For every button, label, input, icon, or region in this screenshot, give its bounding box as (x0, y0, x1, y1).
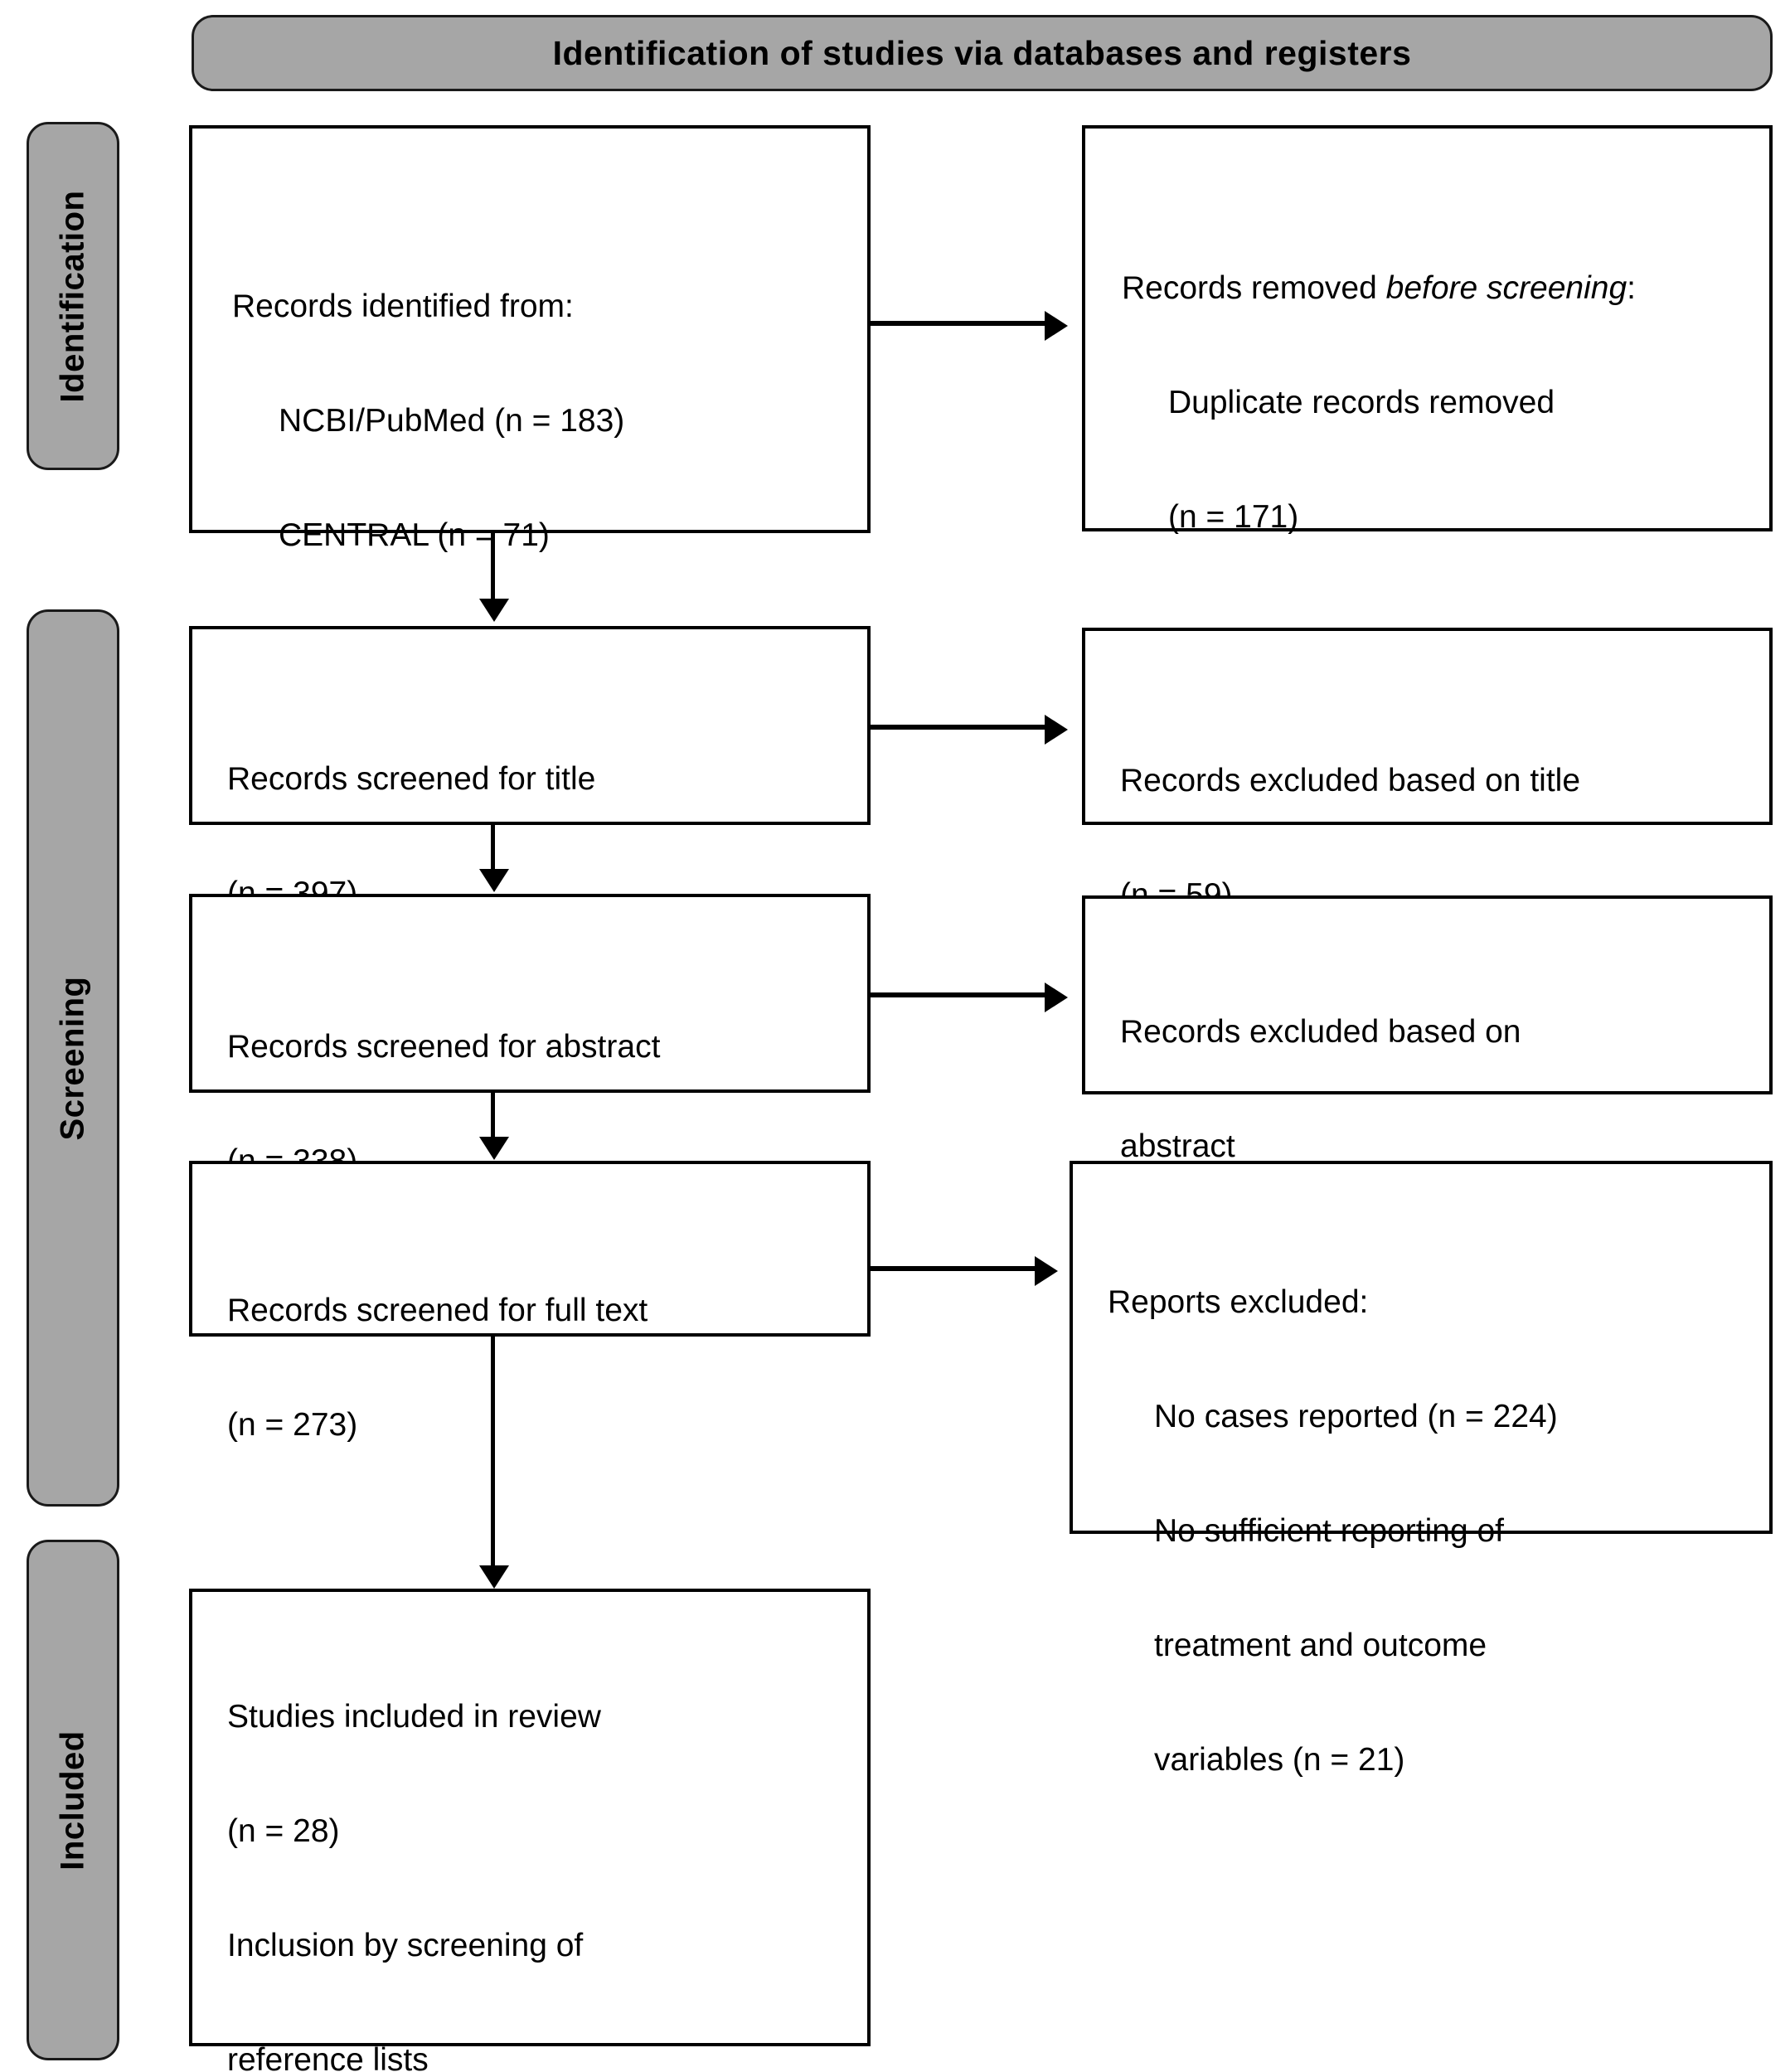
records-identified-item-1: CENTRAL (n = 71) (279, 517, 550, 554)
box-reports-excluded-text: Reports excluded: No cases reported (n =… (1108, 1207, 1754, 1856)
box-records-identified: Records identified from: NCBI/PubMed (n … (189, 125, 871, 782)
box-records-screened-fulltext: Records screened for full text (n = 273) (189, 1161, 871, 1443)
box-records-excluded-title: Records excluded based on title (n = 59) (1082, 628, 1773, 913)
arrow-right-icon-title-to-excluded (1045, 715, 1068, 745)
studies-included-line-0: Studies included in review (227, 1699, 601, 1735)
box-reports-excluded: Reports excluded: No cases reported (n =… (1070, 1161, 1773, 1778)
arrow-down-icon-title-to-abstract (479, 869, 509, 892)
records-identified-heading: Records identified from: (232, 289, 574, 325)
connector-identified-to-removed-line (871, 321, 1060, 326)
stage-bar-identification: Identification (27, 122, 119, 470)
reports-excluded-item-0: No cases reported (n = 224) (1154, 1399, 1558, 1435)
box-records-excluded-abstract: Records excluded based on abstract (n = … (1082, 895, 1773, 1279)
box-records-screened-fulltext-text: Records screened for full text (n = 273) (227, 1216, 852, 1521)
connector-identified-to-title-line (491, 533, 495, 608)
stage-label-screening: Screening (54, 976, 91, 1140)
connector-fulltext-to-reports-line (871, 1266, 1049, 1271)
diagram-header-title: Identification of studies via databases … (552, 33, 1412, 72)
screened-title-line-1: Records screened for title (227, 761, 596, 798)
reports-excluded-item-1: No sufficient reporting of (1154, 1513, 1505, 1550)
arrow-right-icon-fulltext-to-reports (1035, 1256, 1058, 1286)
records-removed-item-1: (n = 171) (1168, 499, 1299, 536)
arrow-down-icon-fulltext-to-included (479, 1565, 509, 1589)
stage-bar-included: Included (27, 1540, 119, 2060)
arrow-right-icon-abstract-to-excluded (1045, 983, 1068, 1012)
excluded-abstract-line-1: Records excluded based on (1120, 1014, 1521, 1051)
studies-included-line-3: reference lists (227, 2042, 429, 2072)
reports-excluded-item-3: variables (n = 21) (1154, 1742, 1405, 1778)
arrow-down-icon-abstract-to-fulltext (479, 1137, 509, 1160)
records-removed-heading-post: : (1627, 270, 1637, 307)
reports-excluded-item-2: treatment and outcome (1154, 1628, 1487, 1664)
records-removed-heading-pre: Records removed (1122, 270, 1386, 307)
screened-fulltext-line-1: Records screened for full text (227, 1293, 648, 1329)
arrow-down-icon-identified-to-title (479, 599, 509, 622)
diagram-header-bar: Identification of studies via databases … (192, 15, 1773, 91)
connector-abstract-to-fulltext-line (491, 1093, 495, 1141)
box-records-removed-before-screening: Records removed before screening: Duplic… (1082, 125, 1773, 535)
records-removed-heading: Records removed before screening: (1122, 269, 1754, 308)
excluded-title-line-1: Records excluded based on title (1120, 763, 1581, 799)
connector-abstract-to-excluded-line (871, 992, 1060, 997)
studies-included-line-2: Inclusion by screening of (227, 1928, 584, 1964)
box-studies-included: Studies included in review (n = 28) Incl… (189, 1589, 871, 2072)
connector-title-to-abstract-line (491, 825, 495, 873)
box-records-screened-title: Records screened for title (n = 397) (189, 626, 871, 911)
screened-abstract-line-1: Records screened for abstract (227, 1029, 661, 1065)
reports-excluded-heading: Reports excluded: (1108, 1284, 1369, 1321)
box-records-screened-abstract-text: Records screened for abstract (n = 338) (227, 952, 852, 1257)
stage-label-identification: Identification (54, 190, 91, 402)
arrow-right-icon-identified-to-removed (1045, 311, 1068, 341)
screened-fulltext-line-2: (n = 273) (227, 1407, 358, 1444)
studies-included-line-1: (n = 28) (227, 1813, 340, 1850)
records-identified-item-0: NCBI/PubMed (n = 183) (279, 403, 625, 439)
connector-fulltext-to-included-line (491, 1337, 495, 1570)
box-studies-included-text: Studies included in review (n = 28) Incl… (227, 1622, 852, 2072)
excluded-abstract-line-2: abstract (1120, 1128, 1235, 1165)
stage-bar-screening: Screening (27, 609, 119, 1507)
stage-label-included: Included (54, 1730, 91, 1871)
records-removed-heading-italic: before screening (1385, 270, 1627, 307)
connector-title-to-excluded-line (871, 725, 1060, 730)
records-removed-item-0: Duplicate records removed (1168, 385, 1555, 421)
box-records-screened-abstract: Records screened for abstract (n = 338) (189, 894, 871, 1179)
box-records-removed-text: Records removed before screening: Duplic… (1122, 193, 1754, 613)
